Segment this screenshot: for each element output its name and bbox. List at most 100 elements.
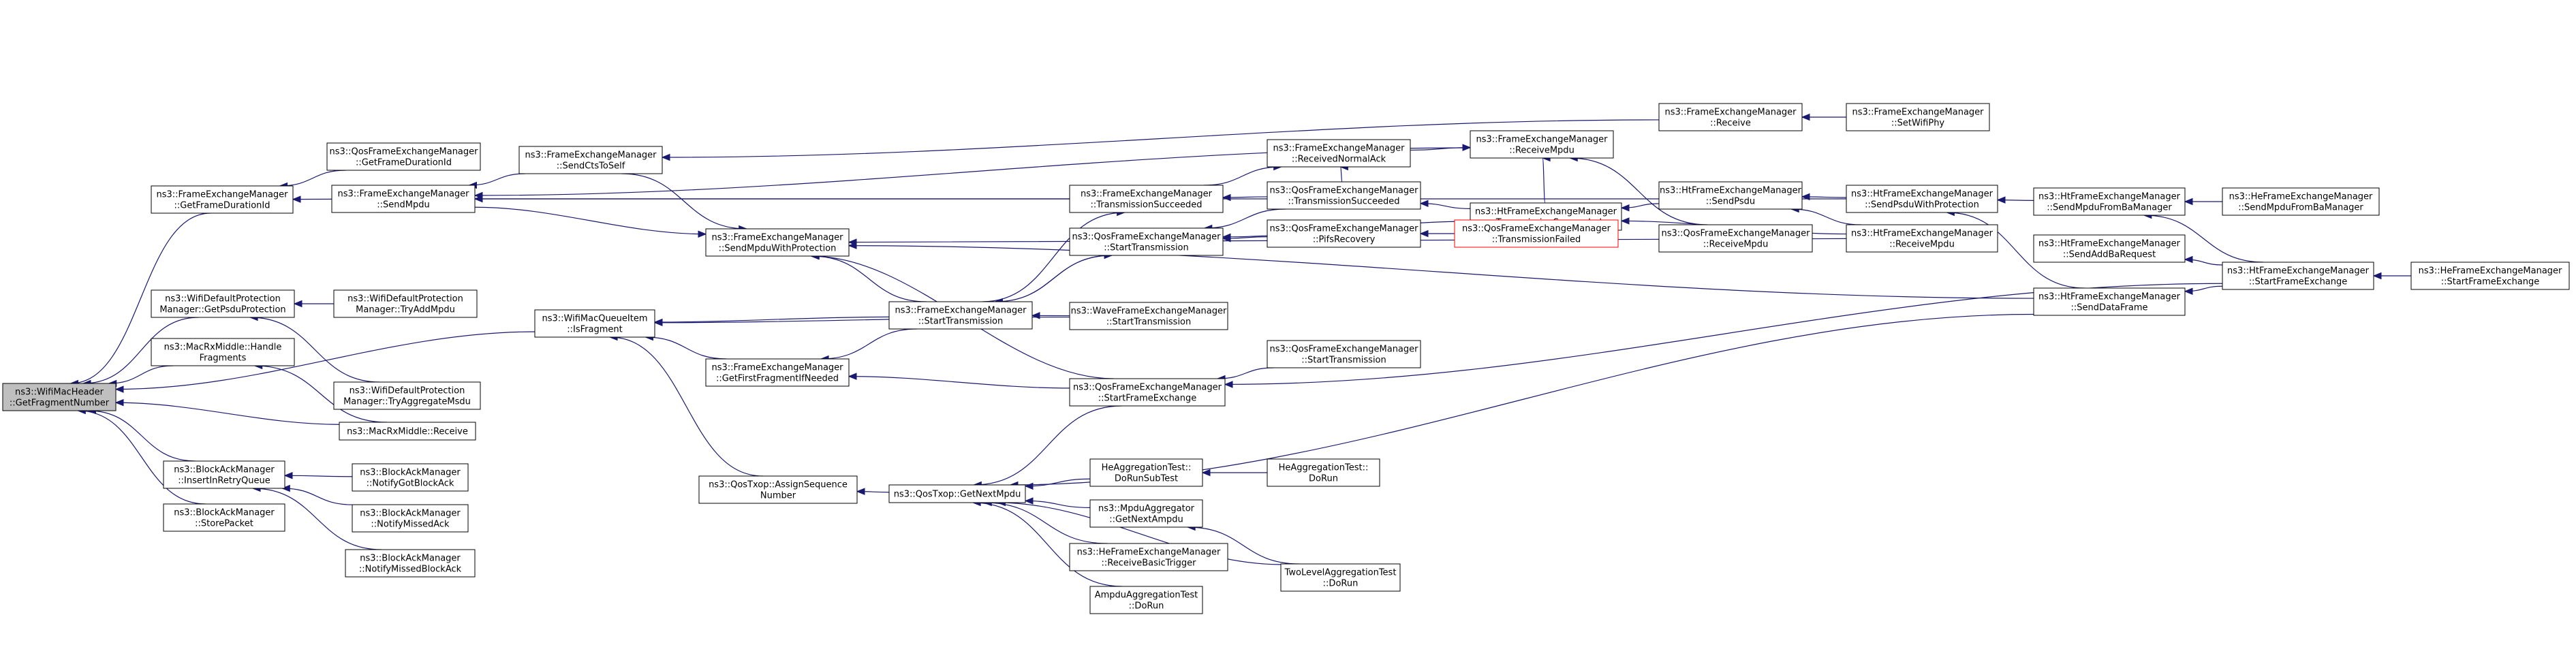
node-box <box>352 463 469 492</box>
node-label: ::NotifyMissedBlockAck <box>359 565 462 575</box>
graph-node-n23[interactable]: ns3::HtFrameExchangeManager::SendDataFra… <box>2033 287 2186 316</box>
graph-node-n29[interactable]: ns3::FrameExchangeManager::GetFirstFragm… <box>705 358 850 387</box>
graph-node-n12[interactable]: ns3::QosFrameExchangeManager::Transmissi… <box>1267 181 1421 210</box>
arrowhead-n47-to-n44 <box>1024 497 1034 505</box>
node-label: ns3::QosFrameExchangeManager <box>1073 383 1222 393</box>
arrowhead-n9-to-n5 <box>661 153 670 161</box>
graph-node-n5[interactable]: ns3::FrameExchangeManager::SendCtsToSelf <box>518 146 663 174</box>
node-box <box>1846 224 1998 253</box>
graph-node-n7[interactable]: ns3::FrameExchangeManager::ReceivedNorma… <box>1267 139 1411 168</box>
graph-node-n35[interactable]: ns3::WifiDefaultProtectionManager::TryAg… <box>333 381 481 410</box>
edge-n16-to-n14 <box>1791 208 1861 225</box>
graph-node-n33[interactable]: ns3::WifiDefaultProtectionManager::GetPs… <box>151 289 295 318</box>
graph-node-n2[interactable]: ns3::FrameExchangeManager::GetFrameDurat… <box>151 185 294 214</box>
graph-node-n10[interactable]: ns3::FrameExchangeManager::SetWifiPhy <box>1846 103 1990 131</box>
node-box <box>1069 227 1224 256</box>
node-label: ::SendMpduFromBaManager <box>2238 203 2363 213</box>
edge-n11-to-n7 <box>1203 166 1282 186</box>
graph-node-n44[interactable]: ns3::QosTxop::GetNextMpdu <box>888 484 1026 503</box>
graph-node-n1[interactable]: ns3::WifiMacHeader::GetFragmentNumber <box>2 383 117 411</box>
graph-node-n8[interactable]: ns3::FrameExchangeManager::ReceiveMpdu <box>1470 130 1614 159</box>
graph-node-n14[interactable]: ns3::HtFrameExchangeManager::SendPsdu <box>1658 181 1803 210</box>
graph-node-n32[interactable]: ns3::WifiMacQueueItem::IsFragment <box>534 309 655 338</box>
edge-n50-to-n44 <box>973 502 1122 587</box>
graph-node-n45[interactable]: HeAggregationTest::DoRunSubTest <box>1089 458 1203 487</box>
node-label: ns3::BlockAckManager <box>360 509 461 519</box>
node-box <box>705 228 850 257</box>
graph-node-n46[interactable]: HeAggregationTest::DoRun <box>1267 458 1380 487</box>
edge-n4-to-n6 <box>474 206 707 235</box>
graph-node-n19[interactable]: ns3::HeFrameExchangeManager::SendMpduFro… <box>2222 187 2380 216</box>
node-label: ns3::HtFrameExchangeManager <box>2038 292 2181 302</box>
node-label: ::ReceiveBasicTrigger <box>1102 558 1197 569</box>
node-box <box>1267 219 1421 248</box>
node-box <box>1267 340 1421 368</box>
graph-node-n34[interactable]: ns3::WifiDefaultProtectionManager::TryAd… <box>333 289 478 318</box>
graph-node-n41[interactable]: ns3::BlockAckManager::NotifyMissedBlockA… <box>345 549 476 578</box>
graph-node-n37[interactable]: ns3::MacRxMiddle::Receive <box>339 422 476 441</box>
graph-node-n25[interactable]: ns3::QosFrameExchangeManager::PifsRecove… <box>1267 219 1421 248</box>
graph-node-n38[interactable]: ns3::BlockAckManager::InsertInRetryQueue <box>163 460 285 489</box>
graph-node-n40[interactable]: ns3::BlockAckManager::NotifyMissedAck <box>352 504 469 533</box>
graph-node-n17[interactable]: ns3::HtFrameExchangeManager::SendPsduWit… <box>1846 185 1998 213</box>
node-label: ns3::HtFrameExchangeManager <box>1660 186 1802 196</box>
node-box <box>345 549 476 578</box>
graph-node-n26[interactable]: ns3::QosFrameExchangeManager::Transmissi… <box>1454 219 1619 248</box>
edge-n45-to-n44 <box>1025 478 1091 487</box>
graph-node-n6[interactable]: ns3::FrameExchangeManager::SendMpduWithP… <box>705 228 850 257</box>
arrowhead-n17-to-n14 <box>1801 193 1810 201</box>
edge-n21-to-n18 <box>2143 215 2264 263</box>
node-label: Manager::GetPsduProtection <box>159 305 285 315</box>
node-label: ::ReceivedNormalAck <box>1292 155 1386 165</box>
graph-node-n49[interactable]: ns3::HeFrameExchangeManager::ReceiveBasi… <box>1069 543 1228 571</box>
graph-node-n39[interactable]: ns3::BlockAckManager::NotifyGotBlockAck <box>352 463 469 492</box>
graph-node-n42[interactable]: ns3::BlockAckManager::StorePacket <box>163 503 285 532</box>
graph-node-n30[interactable]: ns3::QosFrameExchangeManager::StartFrame… <box>1069 378 1226 407</box>
graph-node-n48[interactable]: TwoLevelAggregationTest::DoRun <box>1280 563 1401 592</box>
node-label: ns3::QosFrameExchangeManager <box>1269 186 1418 196</box>
graph-node-n16[interactable]: ns3::HtFrameExchangeManager::ReceiveMpdu <box>1846 224 1998 253</box>
graph-node-n28[interactable]: ns3::WaveFrameExchangeManager::StartTran… <box>1069 302 1228 330</box>
node-box <box>1089 458 1203 487</box>
graph-node-n27[interactable]: ns3::FrameExchangeManager::StartTransmis… <box>888 301 1033 330</box>
node-label: ::StartTransmission <box>1104 243 1189 253</box>
node-box <box>1846 185 1998 213</box>
node-box <box>151 289 295 318</box>
graph-node-n15[interactable]: ns3::QosFrameExchangeManager::ReceiveMpd… <box>1658 224 1813 253</box>
arrowhead-n39-to-n38 <box>283 472 293 479</box>
arrowhead-n17-to-n4 <box>474 195 483 203</box>
graph-node-n18[interactable]: ns3::HtFrameExchangeManager::SendMpduFro… <box>2033 187 2186 216</box>
graph-node-n22[interactable]: ns3::HeFrameExchangeManager::StartFrameE… <box>2410 262 2570 290</box>
graph-node-n11[interactable]: ns3::FrameExchangeManager::TransmissionS… <box>1069 185 1224 213</box>
arrowhead-n4-to-n6 <box>698 230 707 238</box>
node-label: ns3::MpduAggregator <box>1098 504 1195 514</box>
graph-node-n31[interactable]: ns3::QosFrameExchangeManager::StartTrans… <box>1267 340 1421 368</box>
graph-node-n47[interactable]: ns3::MpduAggregator::GetNextAmpdu <box>1089 499 1203 528</box>
graph-node-n3[interactable]: ns3::QosFrameExchangeManager::GetFrameDu… <box>326 142 481 171</box>
node-label: ns3::MacRxMiddle::Handle <box>164 343 282 353</box>
graph-node-n50[interactable]: AmpduAggregationTest::DoRun <box>1089 586 1203 614</box>
nodes-layer: ns3::WifiMacHeader::GetFragmentNumberns3… <box>2 103 2570 614</box>
node-box <box>1470 130 1614 159</box>
graph-node-n20[interactable]: ns3::HtFrameExchangeManager::SendAddBaRe… <box>2033 234 2186 263</box>
node-label: ns3::HtFrameExchangeManager <box>2227 266 2370 277</box>
edge-n35-to-n33 <box>250 317 380 383</box>
graph-node-n4[interactable]: ns3::FrameExchangeManager::SendMpdu <box>331 185 476 213</box>
edge-n27-to-n11 <box>982 212 1125 302</box>
node-box <box>1658 181 1803 210</box>
arrowhead-n26-to-n25 <box>1419 230 1429 238</box>
node-label: ::SendPsduWithProtection <box>1865 200 1979 210</box>
graph-node-n21[interactable]: ns3::HtFrameExchangeManager::StartFrameE… <box>2222 262 2374 290</box>
edge-n48-to-n44 <box>997 502 1282 565</box>
node-label: ns3::QosFrameExchangeManager <box>1269 345 1418 355</box>
node-label: ns3::WifiDefaultProtection <box>347 294 463 304</box>
arrowhead-n21-to-n23 <box>2184 287 2193 296</box>
graph-node-n24[interactable]: ns3::QosFrameExchangeManager::StartTrans… <box>1069 227 1224 256</box>
node-label: ns3::HeFrameExchangeManager <box>2229 192 2373 202</box>
arrowhead-n12-to-n11 <box>1222 193 1231 202</box>
graph-node-n9[interactable]: ns3::FrameExchangeManager::Receive <box>1658 103 1803 131</box>
node-box <box>1267 139 1411 168</box>
node-label: ns3::WaveFrameExchangeManager <box>1071 306 1227 317</box>
